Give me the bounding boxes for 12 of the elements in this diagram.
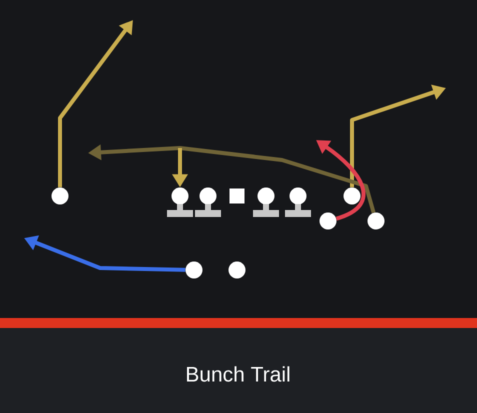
player-circle <box>228 262 246 278</box>
player-circle <box>172 188 188 204</box>
center-square <box>230 188 244 204</box>
player-circle <box>368 212 384 230</box>
player-circle <box>200 188 216 204</box>
player-circle <box>258 188 274 204</box>
player-circle <box>186 262 202 278</box>
player-circle <box>320 212 336 230</box>
player-circle <box>290 188 306 204</box>
title-bar: Bunch Trail <box>0 328 477 413</box>
player-circle <box>52 188 68 204</box>
player-circle <box>344 188 360 204</box>
